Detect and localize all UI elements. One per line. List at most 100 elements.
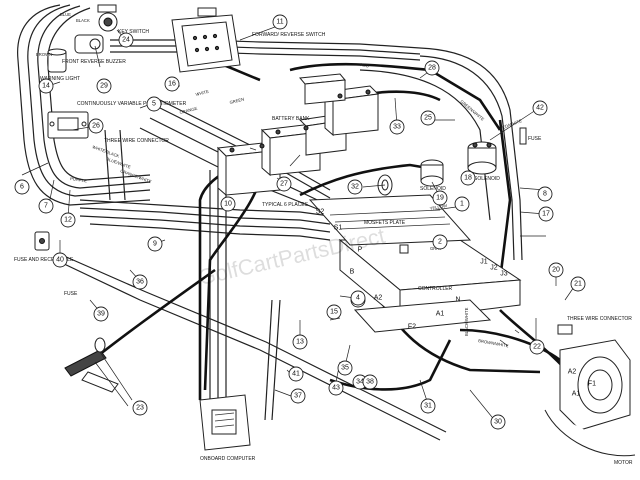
callout-35: 35 [337, 360, 353, 376]
callout-circle [490, 414, 506, 430]
reverse-buzzer-label: FRONT REVERSE BUZZER [62, 59, 126, 65]
callout-22: 22 [529, 339, 545, 355]
terminal-labels: B A2 A1 N F2 F1 A2 A1 S1 S2 P J1 J2 J3 [316, 209, 596, 398]
potentiometer-label: CONTINUOUSLY VARIABLE POTENTIOMETER [77, 101, 187, 107]
callout-2: 2 [432, 234, 448, 250]
callout-circle [38, 198, 54, 214]
callout-number: 38 [366, 379, 374, 386]
callout-circle [548, 262, 564, 278]
wire-color-label: GREEN [229, 97, 245, 105]
charger-plug [64, 337, 119, 393]
callout-circle [460, 170, 476, 186]
terminal-label: F1 [588, 381, 596, 388]
wire-color-label: GRAY [430, 246, 442, 251]
callout-10: 10 [220, 196, 236, 212]
callout-circle [132, 400, 148, 416]
callout-30: 30 [490, 414, 506, 430]
callout-number: 14 [42, 83, 50, 90]
callout-21: 21 [570, 276, 586, 292]
callout-number: 8 [543, 191, 547, 198]
wire-color-label: PURPLE [70, 176, 87, 183]
terminal-label: S1 [334, 225, 343, 232]
callout-40: 40 [52, 252, 68, 268]
callout-number: 11 [276, 19, 283, 26]
terminal-label: J2 [490, 265, 498, 272]
fuse-receptacle-label: FUSE AND RECEPTACLE [14, 257, 74, 263]
wire-color-label: BLACK [76, 18, 90, 23]
callout-circle [118, 32, 134, 48]
wire-color-label: ORANGE [179, 106, 198, 115]
leader-lines [21, 23, 577, 423]
callout-number: 30 [494, 419, 502, 426]
callout-circle [424, 60, 440, 76]
callout-9: 9 [147, 236, 163, 252]
fuse-receptacle [34, 231, 50, 251]
callout-circle [337, 360, 353, 376]
terminal-label: F2 [408, 324, 416, 331]
key-switch-label: KEY SWITCH [118, 29, 149, 35]
key-switch [97, 4, 118, 32]
callout-number: 21 [574, 281, 582, 288]
callout-6: 6 [14, 179, 30, 195]
terminal-label: A2 [568, 369, 577, 376]
callout-circle [389, 119, 405, 135]
callout-25: 25 [420, 110, 436, 126]
fuse-lower-label: FUSE [64, 291, 78, 297]
callout-number: 7 [44, 203, 48, 210]
callout-circle [52, 252, 68, 268]
terminal-label: J3 [500, 271, 508, 278]
callout-number: 36 [136, 279, 144, 286]
callout-number: 2 [438, 239, 442, 246]
callout-number: 27 [280, 181, 288, 188]
callout-41: 41 [288, 366, 304, 382]
battery [299, 73, 346, 105]
fuse-label: FUSE [528, 136, 542, 142]
forward-reverse-switch [171, 7, 241, 73]
wire-color-labels: BLUE BLACK RED GREEN WHITE ORANGE YELLOW… [36, 12, 523, 348]
callout-14: 14 [38, 78, 54, 94]
callout-number: 16 [168, 81, 176, 88]
callout-number: 18 [464, 175, 472, 182]
callout-1: 1 [454, 196, 470, 212]
callout-circle [454, 196, 470, 212]
callout-16: 16 [164, 76, 180, 92]
callout-circle [14, 179, 30, 195]
callout-number: 32 [351, 184, 359, 191]
callout-number: 28 [428, 65, 436, 72]
terminal-label: N [455, 297, 460, 304]
reverse-buzzer [74, 34, 104, 54]
callout-32: 32 [347, 179, 363, 195]
terminal-label: J1 [480, 259, 488, 266]
forward-reverse-switch-label: FORWARD/ REVERSE SWITCH [252, 32, 326, 38]
callout-circle [96, 78, 112, 94]
callout-circle [132, 274, 148, 290]
callout-circle [146, 96, 162, 112]
callout-7: 7 [38, 198, 54, 214]
callout-circle [532, 100, 548, 116]
terminal-label: P [358, 247, 363, 254]
callout-number: 15 [330, 309, 338, 316]
callout-circle [347, 179, 363, 195]
heat-sink-label: MOSFETS PLATE [364, 220, 406, 226]
potentiometer [47, 111, 89, 139]
callout-number: 10 [224, 201, 232, 208]
wire-color-label: YELLOW [429, 203, 447, 211]
battery-bank [216, 73, 380, 197]
callout-8: 8 [537, 186, 553, 202]
callout-circle [288, 366, 304, 382]
three-wire-connector-right [557, 324, 573, 335]
callout-circle [529, 339, 545, 355]
callout-26: 26 [88, 118, 104, 134]
callout-37: 37 [290, 388, 306, 404]
battery-bank-label: BATTERY BANK [272, 116, 310, 122]
callout-19: 19 [432, 190, 448, 206]
onboard-computer [199, 394, 251, 451]
callout-number: 17 [542, 211, 550, 218]
terminal-label: S2 [316, 209, 325, 216]
callout-24: 24 [118, 32, 134, 48]
motor-label: MOTOR [614, 460, 633, 466]
wire-color-label: RED [360, 62, 370, 68]
callout-18: 18 [460, 170, 476, 186]
callout-number: 37 [294, 393, 302, 400]
